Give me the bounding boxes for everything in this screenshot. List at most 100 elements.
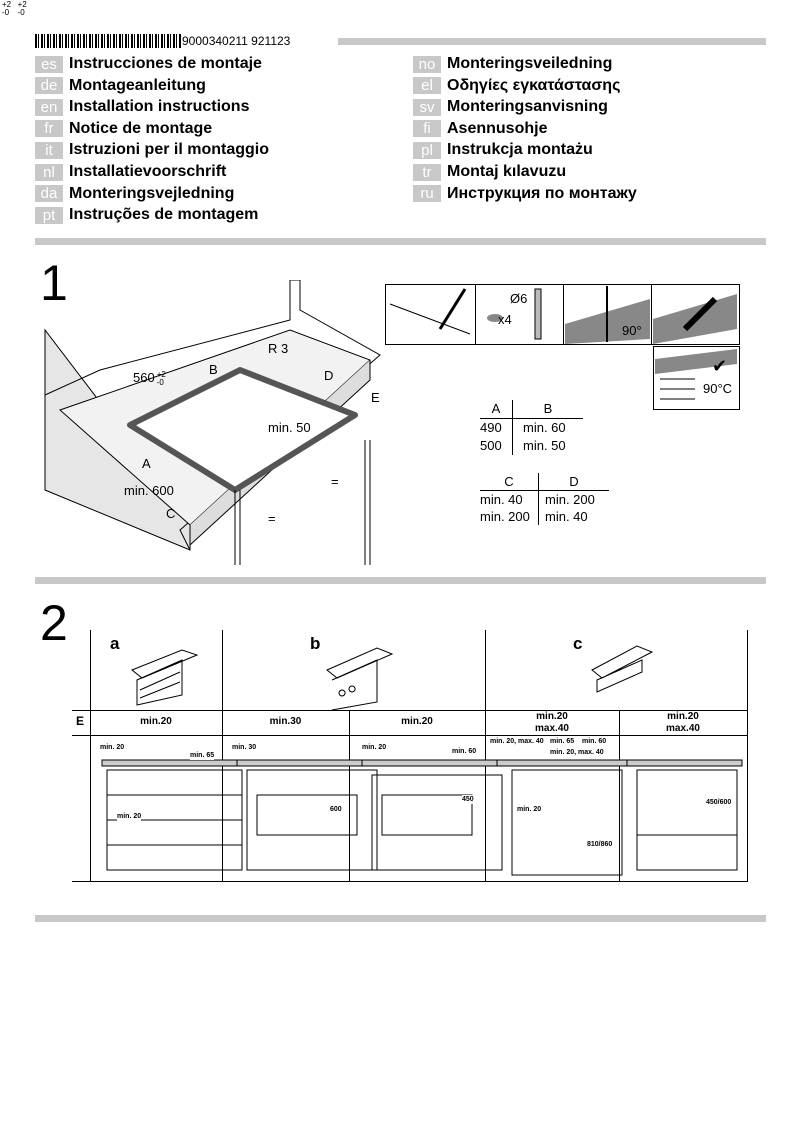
diagram-label: min. 20, max. 40 [490, 737, 544, 746]
language-item: es Instrucciones de montaje [35, 54, 262, 74]
e-value: max.40 [535, 723, 569, 734]
language-code: sv [413, 98, 441, 116]
language-title: Инструкция по монтажу [447, 184, 637, 202]
diagram-label: min. 20 [517, 805, 542, 814]
language-title: Installation instructions [69, 98, 250, 116]
e-value: min.30 [269, 716, 302, 727]
e-value: max.40 [666, 723, 700, 734]
diagram-label: min. 20 [362, 743, 387, 752]
language-code: en [35, 98, 63, 116]
language-title: Asennusohje [447, 119, 548, 137]
language-item: pl Instrukcja montażu [413, 140, 593, 160]
e-value: min.20 [140, 716, 172, 727]
icon-label-d6: Ø6 [510, 291, 528, 306]
step-icons [385, 284, 740, 410]
tolerance: +2-0 [2, 0, 12, 17]
language-code: es [35, 55, 63, 73]
row-label-e: E [76, 714, 85, 728]
section-number: 2 [40, 595, 68, 651]
language-item: sv Monteringsanvisning [413, 97, 608, 117]
tol-plus: +2 [156, 369, 166, 379]
language-title: Οδηγίες εγκατάστασης [447, 76, 621, 94]
divider [338, 38, 766, 45]
language-title: Notice de montage [69, 119, 213, 137]
divider [35, 577, 766, 584]
tol-minus: -0 [2, 7, 10, 17]
language-title: Instruções de montagem [69, 206, 259, 224]
language-title: Instrukcja montażu [447, 141, 593, 159]
dim-r3: R 3 [268, 341, 289, 356]
language-title: Monteringsveiledning [447, 55, 613, 72]
language-item: fi Asennusohje [413, 119, 547, 139]
diagram-label: min. 60 [452, 747, 477, 756]
diagram-label: min. 20 [117, 812, 142, 821]
column-a: a [110, 634, 120, 653]
appliance-sketches [131, 645, 654, 710]
tol-minus: -0 [156, 377, 164, 387]
language-code: tr [413, 163, 441, 181]
tolerance: +2-0 [17, 0, 27, 17]
e-value: min.20 [667, 711, 699, 722]
language-code: de [35, 77, 63, 95]
diagram-label: min. 65 [550, 737, 575, 746]
language-code: ru [413, 185, 441, 203]
divider [35, 915, 766, 922]
language-code: pl [413, 141, 441, 159]
e-value: min.20 [401, 716, 433, 727]
column-b: b [310, 634, 321, 653]
label-d: D [324, 368, 334, 383]
language-title: Instrucciones de montaje [69, 55, 262, 72]
tol-plus: +2 [17, 0, 27, 9]
language-code: it [35, 141, 63, 159]
label-b: B [209, 362, 218, 377]
language-code: fr [35, 120, 63, 138]
diagram-label: min. 20, max. 40 [550, 748, 604, 757]
language-item: en Installation instructions [35, 97, 249, 117]
dim-min50: min. 50 [268, 420, 311, 435]
language-code: no [413, 55, 441, 73]
language-item: fr Notice de montage [35, 119, 212, 139]
diagram-label: 600 [330, 805, 342, 814]
language-item: nl Installatievoorschrift [35, 162, 226, 182]
language-title: Montaj kılavuzu [447, 163, 567, 180]
barcode-number: 9000340211 921123 [182, 34, 291, 48]
cutout-diagram [44, 280, 381, 565]
language-item: no Monteringsveiledning [413, 54, 612, 74]
e-value: min.20 [536, 711, 568, 722]
tol-plus: +2 [2, 0, 12, 9]
language-code: pt [35, 206, 63, 224]
diagram-label: min. 30 [232, 743, 257, 752]
label-e: E [371, 390, 380, 405]
language-item: tr Montaj kılavuzu [413, 162, 566, 182]
barcode [35, 34, 181, 48]
icon-label-90c: 90°C [703, 381, 733, 396]
diagram-label: 450/600 [706, 798, 732, 807]
language-code: el [413, 77, 441, 95]
divider [35, 238, 766, 245]
language-title: Monteringsanvisning [447, 98, 608, 116]
language-code: fi [413, 120, 441, 138]
clearance-diagrams [101, 759, 743, 876]
icon-label-90: 90° [622, 323, 642, 338]
language-code: nl [35, 163, 63, 181]
icon-label-x4: x4 [498, 312, 512, 327]
language-title: Installatievoorschrift [69, 163, 227, 180]
language-item: el Οδηγίες εγκατάστασης [413, 76, 620, 96]
language-code: da [35, 185, 63, 203]
dim-560: 560 [133, 370, 155, 385]
diagram-label: 810/860 [587, 840, 613, 849]
check-icon: ✔ [712, 356, 728, 376]
section-number: 1 [40, 255, 68, 311]
diagram-label: min. 65 [190, 751, 215, 760]
column-c: c [573, 634, 583, 653]
tolerance: +2-0 [156, 369, 166, 387]
label-c: C [166, 506, 176, 521]
language-item: pt Instruções de montagem [35, 205, 258, 225]
